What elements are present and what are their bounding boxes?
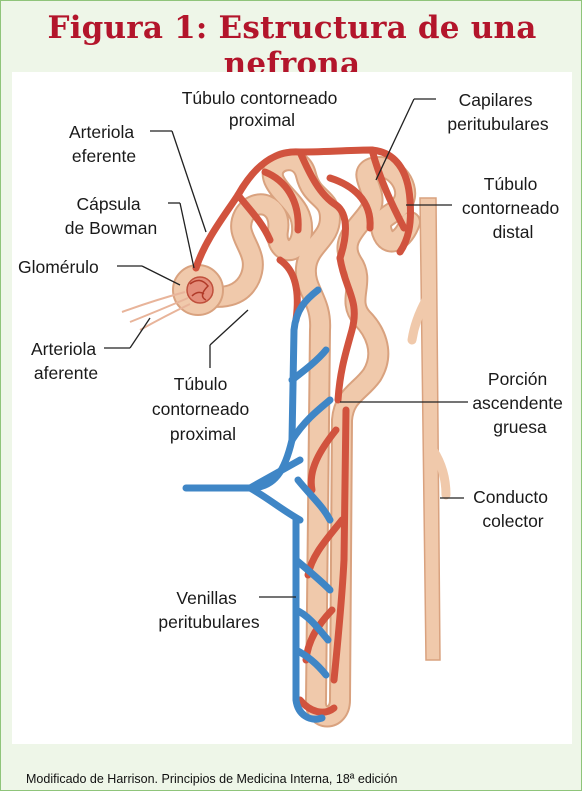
conducto-colector-shape bbox=[412, 198, 446, 660]
label-porcion-ascendente: Porción ascendente gruesa bbox=[472, 369, 567, 437]
label-conducto-colector: Conducto colector bbox=[473, 487, 553, 531]
capsula-bowman-shape bbox=[173, 265, 223, 315]
label-arteriola-aferente: Arteriola aferente bbox=[31, 339, 101, 383]
label-arteriola-eferente: Arteriola eferente bbox=[69, 122, 139, 166]
label-glomerulo: Glomérulo bbox=[18, 257, 99, 277]
label-tubulo-proximal-top: Túbulo contorneado proximal bbox=[182, 88, 343, 130]
label-capsula-bowman: Cápsula de Bowman bbox=[65, 194, 157, 238]
label-capilares: Capilares peritubulares bbox=[447, 90, 548, 134]
leader-lines bbox=[104, 99, 468, 597]
label-venillas: Venillas peritubulares bbox=[158, 588, 259, 632]
figure-caption: Modificado de Harrison. Principios de Me… bbox=[26, 772, 398, 786]
label-tubulo-distal: Túbulo contorneado distal bbox=[462, 174, 564, 242]
label-tubulo-proximal-mid: Túbulo contorneado proximal bbox=[152, 374, 254, 444]
